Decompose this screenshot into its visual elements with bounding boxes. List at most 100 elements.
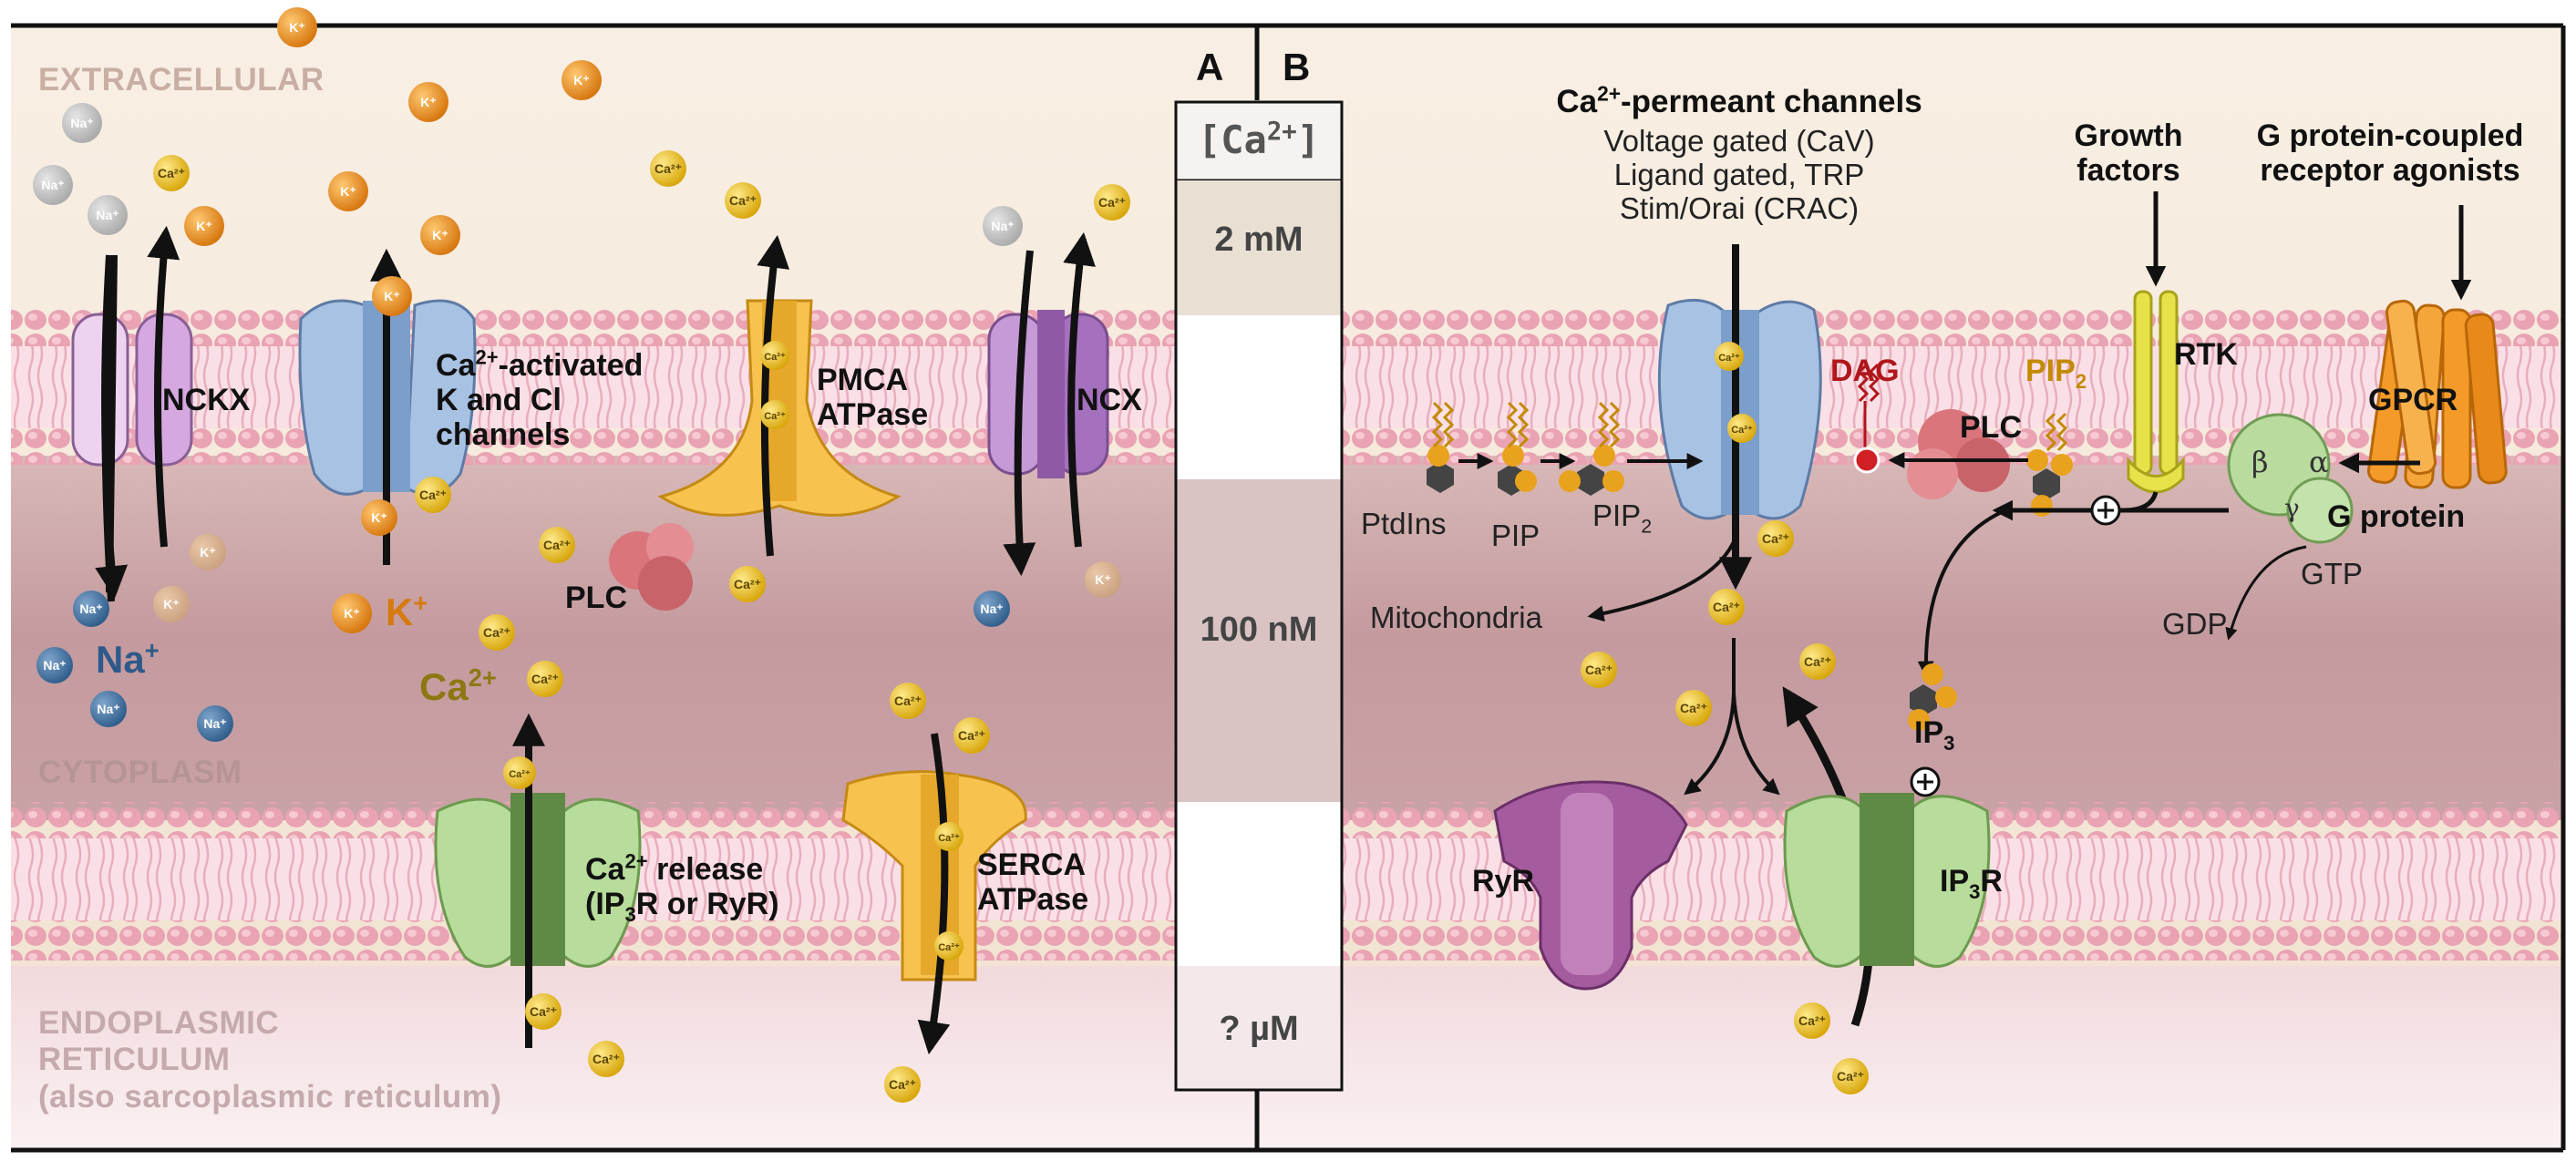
label-ryr: RyR xyxy=(1472,864,1535,899)
region-cytoplasm: CYTOPLASM xyxy=(38,755,242,790)
calcium-ion: Ca²⁺ xyxy=(934,822,963,851)
sodium-ion: Na⁺ xyxy=(983,206,1023,246)
sodium-ion: Na⁺ xyxy=(36,647,73,683)
conc-extracellular: 2 mM xyxy=(1214,221,1303,259)
svg-text:Ca²⁺: Ca²⁺ xyxy=(530,1004,557,1019)
svg-text:K⁺: K⁺ xyxy=(163,597,180,611)
ca-release-channel-a xyxy=(434,713,642,1048)
label-ip3: IP3 xyxy=(1914,715,1955,755)
sodium-ion: Na⁺ xyxy=(33,165,73,205)
sodium-ion: Na⁺ xyxy=(62,103,102,143)
calcium-ion: Ca²⁺ xyxy=(479,614,515,651)
calcium-ion: Ca²⁺ xyxy=(1715,342,1744,371)
calcium-ion: Ca²⁺ xyxy=(1708,589,1745,625)
label-na-ion: Na+ xyxy=(96,636,160,681)
concentration-header: [Ca2+] xyxy=(1197,118,1321,162)
conc-cytoplasm: 100 nM xyxy=(1200,611,1318,649)
label-pip2: PIP2 xyxy=(1592,498,1653,538)
label-ptdins: PtdIns xyxy=(1361,507,1447,540)
potassium-ion: K⁺ xyxy=(1085,561,1121,598)
svg-text:Ca²⁺: Ca²⁺ xyxy=(592,1052,620,1066)
calcium-ion: Ca²⁺ xyxy=(415,477,451,513)
svg-text:Ca²⁺: Ca²⁺ xyxy=(1762,531,1789,546)
ip3-molecule xyxy=(1908,663,1957,731)
potassium-ion: K⁺ xyxy=(372,276,412,316)
calcium-ion: Ca²⁺ xyxy=(1675,690,1712,726)
calcium-ion: Ca²⁺ xyxy=(539,527,575,563)
calcium-ion: Ca²⁺ xyxy=(1094,184,1130,221)
label-k-ion: K+ xyxy=(386,589,428,633)
potassium-ion: K⁺ xyxy=(420,215,460,255)
label-mitochondria: Mitochondria xyxy=(1370,601,1542,634)
panel-label-b: B xyxy=(1283,46,1311,88)
g-protein xyxy=(2225,413,2354,641)
sodium-ion: Na⁺ xyxy=(974,591,1010,627)
svg-text:Na⁺: Na⁺ xyxy=(980,601,1003,616)
svg-text:K⁺: K⁺ xyxy=(289,20,305,35)
calcium-ion: Ca²⁺ xyxy=(1832,1058,1869,1094)
label-pip2-top: PIP2 xyxy=(2025,354,2087,393)
plc-enzyme-a xyxy=(609,523,694,611)
svg-text:Ca²⁺: Ca²⁺ xyxy=(1798,1013,1826,1028)
svg-text:Ca²⁺: Ca²⁺ xyxy=(1098,195,1126,210)
svg-text:Ca²⁺: Ca²⁺ xyxy=(764,352,786,363)
calcium-ion: Ca²⁺ xyxy=(650,150,686,187)
conc-er: ? µM xyxy=(1219,1010,1299,1048)
phosphoinositide-series xyxy=(1427,401,1704,496)
ion-layer: K⁺K⁺K⁺K⁺K⁺K⁺K⁺K⁺K⁺Na⁺Na⁺Na⁺Na⁺K⁺K⁺K⁺Na⁺N… xyxy=(33,7,1869,1103)
svg-text:Ca²⁺: Ca²⁺ xyxy=(1731,425,1753,436)
calcium-ion: Ca²⁺ xyxy=(934,931,963,961)
svg-text:Na⁺: Na⁺ xyxy=(70,116,93,130)
ryr-channel xyxy=(1493,780,1688,991)
label-pmca: PMCA ATPase xyxy=(817,363,929,433)
calcium-ion: Ca²⁺ xyxy=(760,341,789,370)
calcium-ion: Ca²⁺ xyxy=(527,661,563,697)
label-pip: PIP xyxy=(1491,519,1540,552)
calcium-ion: Ca²⁺ xyxy=(503,756,536,789)
calcium-ion: Ca²⁺ xyxy=(1727,414,1757,443)
svg-text:Na⁺: Na⁺ xyxy=(97,702,119,716)
plc-enzyme-b xyxy=(1888,409,2073,678)
label-gamma: γ xyxy=(2284,493,2300,523)
panel-label-a: A xyxy=(1196,46,1224,88)
calcium-ion: Ca²⁺ xyxy=(588,1041,624,1077)
svg-text:Ca²⁺: Ca²⁺ xyxy=(938,942,960,953)
calcium-ion: Ca²⁺ xyxy=(729,566,766,602)
svg-text:Ca²⁺: Ca²⁺ xyxy=(654,161,682,176)
label-growth-factors: Growth factors xyxy=(2074,118,2183,189)
label-nckx: NCKX xyxy=(162,383,251,417)
svg-text:Ca²⁺: Ca²⁺ xyxy=(158,166,185,180)
svg-text:K⁺: K⁺ xyxy=(384,289,400,303)
label-ca-permeant: Ca2+-permeant channels Voltage gated (Ca… xyxy=(1556,81,1922,226)
svg-text:Ca²⁺: Ca²⁺ xyxy=(483,625,510,640)
ca-permeant-channel xyxy=(1587,244,1822,622)
sodium-ion: Na⁺ xyxy=(73,591,109,627)
label-ca-activated-channels: Ca2+-activated K and Cl channels xyxy=(436,345,644,453)
svg-text:Ca²⁺: Ca²⁺ xyxy=(958,728,985,743)
svg-text:Ca²⁺: Ca²⁺ xyxy=(1680,701,1707,715)
svg-text:Na⁺: Na⁺ xyxy=(203,716,226,731)
svg-text:K⁺: K⁺ xyxy=(340,184,356,199)
potassium-ion: K⁺ xyxy=(153,586,190,622)
sodium-ion: Na⁺ xyxy=(197,705,233,742)
label-gpcr: GPCR xyxy=(2368,383,2458,417)
label-alpha: α xyxy=(2309,445,2329,479)
label-beta: β xyxy=(2251,445,2269,479)
dag-lipid xyxy=(1853,363,1880,474)
nckx-exchanger xyxy=(71,225,193,602)
ncx-exchanger xyxy=(987,231,1109,577)
rtk-receptor xyxy=(1992,191,2229,521)
region-extracellular: EXTRACELLULAR xyxy=(38,62,325,98)
region-er: ENDOPLASMIC RETICULUM (also sarcoplasmic… xyxy=(38,1005,502,1115)
svg-text:K⁺: K⁺ xyxy=(371,510,387,525)
svg-text:Ca²⁺: Ca²⁺ xyxy=(531,672,559,686)
potassium-ion: K⁺ xyxy=(190,534,226,570)
calcium-ion: Ca²⁺ xyxy=(1799,643,1836,680)
region-er-line2: RETICULUM xyxy=(38,1042,231,1078)
svg-text:Ca²⁺: Ca²⁺ xyxy=(734,577,761,591)
svg-text:K⁺: K⁺ xyxy=(200,545,216,560)
svg-text:Ca²⁺: Ca²⁺ xyxy=(764,411,786,422)
calcium-ion: Ca²⁺ xyxy=(525,993,562,1030)
potassium-ion: K⁺ xyxy=(277,7,317,47)
